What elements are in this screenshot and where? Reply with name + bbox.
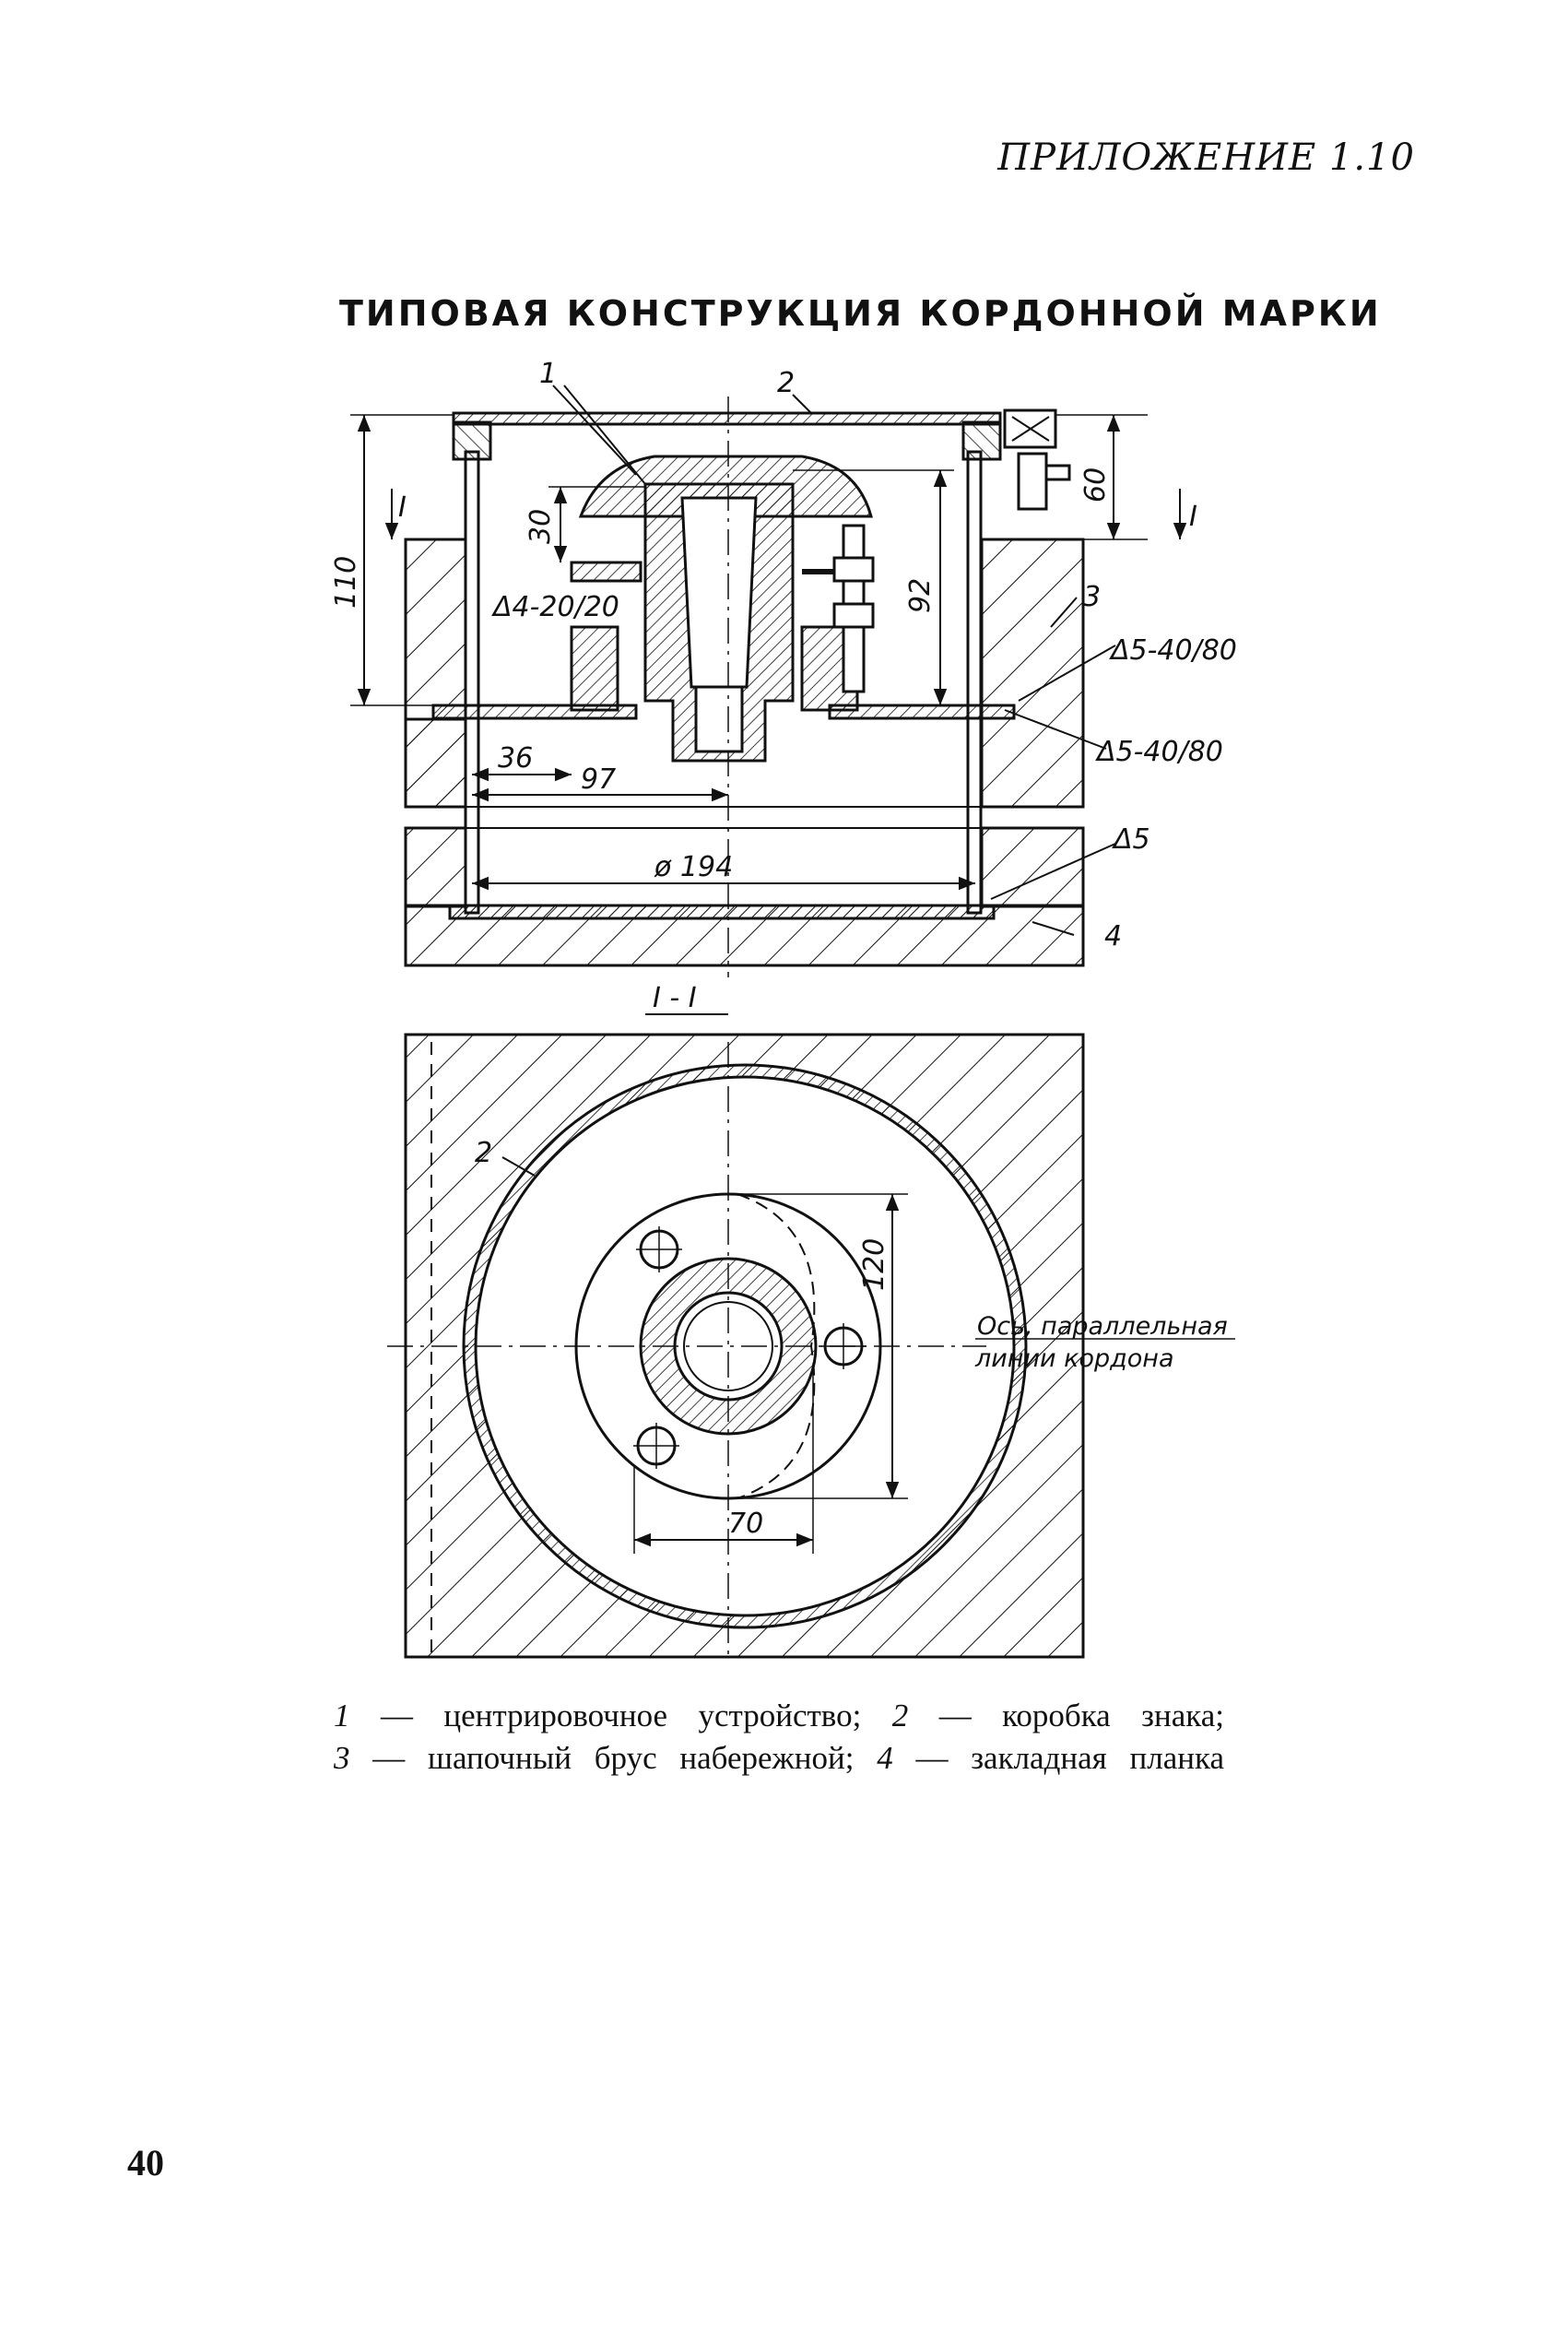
caption-text-4: — закладная планка [892, 1740, 1224, 1776]
lid-seal-right [961, 420, 1002, 461]
dim-97: 97 [581, 763, 616, 796]
caption-num-4: 4 [877, 1740, 893, 1776]
box-lid [452, 411, 1002, 426]
plan-view: 2 120 70 Ось, параллельная линии кордона [387, 1033, 1235, 1660]
appendix-label: ПРИЛОЖЕНИЕ 1.10 [997, 136, 1415, 179]
page-title: ТИПОВАЯ КОНСТРУКЦИЯ КОРДОННОЙ МАРКИ [339, 293, 1382, 334]
caption-num-1: 1 [334, 1698, 350, 1733]
caption-num-3: 3 [334, 1740, 350, 1776]
box-wall-right [966, 450, 983, 915]
caption-text-3: — шапочный брус набережной; [349, 1740, 878, 1776]
box-wall-left [464, 450, 480, 915]
elevation-view: 1 2 3 4 I I 110 30 92 60 36 97 ø 194 Δ4-… [330, 358, 1237, 1015]
dim-110: 110 [330, 556, 362, 609]
section-title: I - I [653, 982, 697, 1014]
weld-5: Δ5 [1112, 823, 1150, 856]
caption-line-2: 3 — шапочный брус набережной; 4 — заклад… [334, 1737, 1224, 1780]
callout-2: 2 [777, 367, 795, 399]
box-bottom-plate [431, 704, 638, 720]
figure-caption: 1 — центрировочное устройство; 2 — короб… [334, 1695, 1224, 1780]
dim-92: 92 [904, 578, 937, 613]
callout-3: 3 [1083, 581, 1101, 613]
weld-5-40-80-a: Δ5-40/80 [1109, 634, 1237, 667]
caption-num-2: 2 [891, 1698, 909, 1733]
callout-1: 1 [539, 358, 557, 390]
dim-120: 120 [858, 1238, 890, 1291]
section-mark-left: I [398, 491, 407, 524]
weld-5-40-80-b: Δ5-40/80 [1095, 736, 1223, 768]
dim-30: 30 [525, 509, 557, 544]
caption-line-1: 1 — центрировочное устройство; 2 — короб… [334, 1695, 1224, 1737]
caption-text-1: — центрировочное устройство; [349, 1698, 892, 1733]
section-mark-right: I [1189, 501, 1197, 533]
dim-60: 60 [1079, 467, 1112, 503]
cap-beam-lower-left [404, 826, 467, 908]
axis-note-line1: Ось, параллельная [977, 1312, 1228, 1341]
callout-4: 4 [1104, 920, 1122, 953]
inner-block-left [570, 625, 619, 712]
dim-194: ø 194 [654, 851, 733, 883]
axis-note-line2: линии кордона [974, 1344, 1174, 1373]
dim-70: 70 [728, 1508, 763, 1540]
callout-2-plan: 2 [475, 1137, 492, 1169]
lid-seal-left [452, 420, 492, 461]
weld-4-20-20: Δ4-20/20 [491, 591, 619, 623]
page-number: 40 [127, 2142, 164, 2183]
cap-beam-lower-right [980, 826, 1085, 908]
dim-36: 36 [498, 742, 533, 775]
caption-text-2: — коробка знака; [908, 1698, 1224, 1733]
